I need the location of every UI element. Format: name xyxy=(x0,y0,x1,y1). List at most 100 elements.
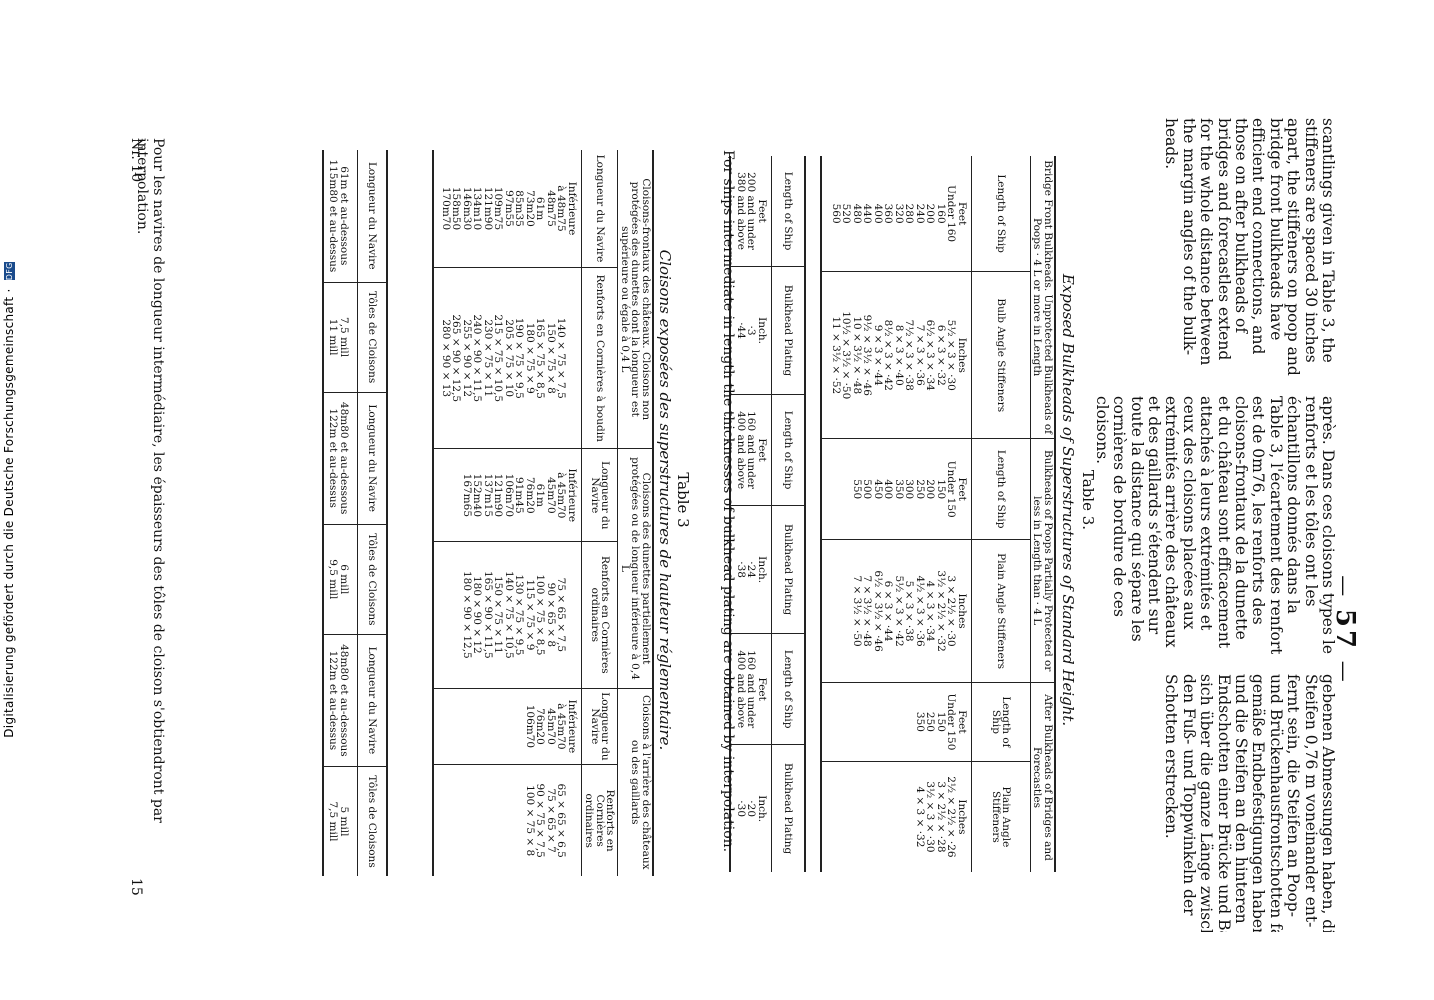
text-line: bridges and forecastles extend xyxy=(1214,118,1232,361)
group-header-3: After Bulkheads of Bridges and Forecastl… xyxy=(1030,682,1055,872)
unit-label: Feet xyxy=(756,394,772,506)
col-header: Length of Ship xyxy=(771,156,805,267)
text-line: Schotten erstrecken. xyxy=(1162,674,1180,839)
unit-label: Inch. xyxy=(756,505,772,634)
col-header: Longueur du Navire xyxy=(581,150,618,268)
group-header-1: Bridge Front Bulkheads. Unprotected Bulk… xyxy=(1030,156,1055,439)
col-header: Length of Ship xyxy=(971,438,1031,540)
table-cell: Inférieure à 45m70 45m70 76m20 106m70 xyxy=(433,688,582,765)
unit-label: Feet xyxy=(756,199,768,223)
col-header: Bulkhead Plating xyxy=(771,744,805,872)
table-row: 61m et au-dessous 7,5 mill 48m80 et au-d… xyxy=(338,150,358,876)
text-line: und Brückenhausfrontschotten fach- xyxy=(1266,674,1284,932)
table-subtitle-fr: Cloisons exposées des superstructures de… xyxy=(656,249,674,751)
col-header: Length of Ship xyxy=(771,394,805,506)
col-header: Longueur du Navire xyxy=(357,634,387,767)
table-en-main: Bridge Front Bulkheads. Unprotected Bulk… xyxy=(821,156,1057,872)
group-header-3: Cloisons à l'arrière des châteaux ou des… xyxy=(618,688,653,876)
col-header: Bulb Angle Stiffeners xyxy=(971,271,1031,439)
table-caption-en: Table 3. xyxy=(1079,469,1097,531)
unit-label: Inch. xyxy=(756,266,772,395)
col-header: Longueur du Navire xyxy=(581,688,618,765)
table-row: 115m80 et au-dessus 11 mill 122m et au-d… xyxy=(323,150,340,876)
interpolation-note-en: For ships intermediate in length the thi… xyxy=(720,150,736,853)
text-line: den Fuß- und Toppwinkeln der xyxy=(1179,674,1197,916)
col-header: Longueur du Navire xyxy=(581,448,618,542)
col-header: Plain Angle Stiffeners xyxy=(971,761,1031,872)
text-line: efficient end connections, and xyxy=(1249,118,1267,355)
text-line: und die Steifen an den hinteren xyxy=(1231,674,1249,924)
col-header: Renforts en Cornières ordinaires xyxy=(581,764,618,876)
issue-number: Nr. 10 xyxy=(128,138,144,183)
col-header: Length of Ship xyxy=(971,156,1031,272)
text-line: those on after bulkheads of xyxy=(1231,118,1249,334)
text-line: Steifen 0,76 m voneinander ent- xyxy=(1301,674,1319,928)
text-line: scantlings given in Table 3, the xyxy=(1319,118,1336,363)
text-line: the margin angles of the bulk- xyxy=(1179,118,1197,356)
group-header-1: Cloisons-frontaux des châteaux. Cloisons… xyxy=(618,150,653,449)
text-line: ceux des cloisons placées aux xyxy=(1179,396,1197,630)
table-cell: Inférieure à 48m75 48m75 61m 73m20 85m35… xyxy=(433,150,582,268)
text-line: sich über die ganze Länge zwischen xyxy=(1197,674,1215,932)
text-line: heads. xyxy=(1162,118,1180,170)
group-header-2: Bulkheads of Poops Partially Protected o… xyxy=(1030,438,1055,683)
digitization-credit: Digitalisierung gefördert durch die Deut… xyxy=(2,262,16,738)
text-line: toute la distance qui sépare les xyxy=(1127,396,1145,642)
col-header: Renforts en Cornières à boudin xyxy=(581,267,618,449)
col-header: Bulkhead Plating xyxy=(771,266,805,395)
table-subtitle-en: Exposed Bulkheads of Superstructures of … xyxy=(1059,273,1077,727)
col-header: Length of Ship xyxy=(971,682,1031,762)
text-line: gebenen Abmessungen haben, die xyxy=(1319,674,1336,932)
table-cell: 65 × 65 × 6,5 75 × 65 × 7 90 × 75 × 7,5 … xyxy=(433,764,582,876)
text-line: est de 0m76, les renforts des xyxy=(1249,396,1267,625)
col-header: Length of Ship xyxy=(771,633,805,745)
text-line: stiffeners are spaced 30 inches xyxy=(1301,118,1319,363)
table-cell: 140 × 75 × 7,5 150 × 75 × 8 165 × 75 × 8… xyxy=(433,267,582,449)
text-line: et du château sont efficacement xyxy=(1214,396,1232,649)
text-line: attachés à leurs extrémités et xyxy=(1197,396,1215,631)
text-line: Endschotten einer Brücke und Back xyxy=(1214,674,1232,932)
col-header: Tôles de Cloisons xyxy=(357,282,387,393)
text-line: fernt sein, die Steifen an Poop- xyxy=(1284,674,1302,917)
col-header: Tôles de Cloisons xyxy=(357,766,387,876)
table-caption-fr: Table 3 xyxy=(674,472,692,528)
unit-label: Inch. xyxy=(756,744,772,872)
table-fr: Cloisons-frontaux des châteaux. Cloisons… xyxy=(433,150,655,876)
text-line: échantillons donnés dans la xyxy=(1284,396,1302,614)
sheet-number: 15 xyxy=(128,878,144,896)
table-cell: 75 × 65 × 7,5 90 × 65 × 8 100 × 75 × 8,5… xyxy=(433,541,582,689)
text-line: extrémités arrière des châteaux xyxy=(1162,396,1180,648)
unit-label: Feet xyxy=(756,633,772,745)
text-line: apart, the stiffeners on poop and xyxy=(1284,118,1302,376)
col-header: Plain Angle Stiffeners xyxy=(971,539,1031,683)
table-en-plating: Length of Ship Bulkhead Plating Length o… xyxy=(730,156,807,872)
dfg-logo: DFG xyxy=(4,262,15,281)
text-line: for the whole distance between xyxy=(1197,118,1215,366)
text-line: gemäße Endbefestigungen haben xyxy=(1249,674,1267,932)
group-header-2: Cloisons des dunettes partiellement prot… xyxy=(618,448,653,689)
text-line: renforts et les tôles ont les xyxy=(1301,396,1319,607)
col-header: Renforts en Cornières ordinaires xyxy=(581,541,618,689)
col-header: Longueur du Navire xyxy=(357,150,387,283)
interpolation-note-fr: Pour les navires de longueur intermédiai… xyxy=(134,138,166,823)
text-line: cloisons-frontaux de la dunette xyxy=(1231,396,1249,640)
text-line: Table 3, l'écartement des renforts xyxy=(1266,396,1284,654)
col-header: Tôles de Cloisons xyxy=(357,524,387,635)
table-cell: Inférieure à 45m70 45m70 61m 76m20 91m45… xyxy=(433,448,582,542)
col-header: Bulkhead Plating xyxy=(771,505,805,634)
text-line: et des gaillards s'étendent sur xyxy=(1144,396,1162,635)
text-line: cornières de bordure de ces xyxy=(1110,396,1128,617)
table-row: 200 and under ·3 160 and under ·24 160 a… xyxy=(746,156,758,872)
table-en: Bridge Front Bulkheads. Unprotected Bulk… xyxy=(821,156,1057,872)
